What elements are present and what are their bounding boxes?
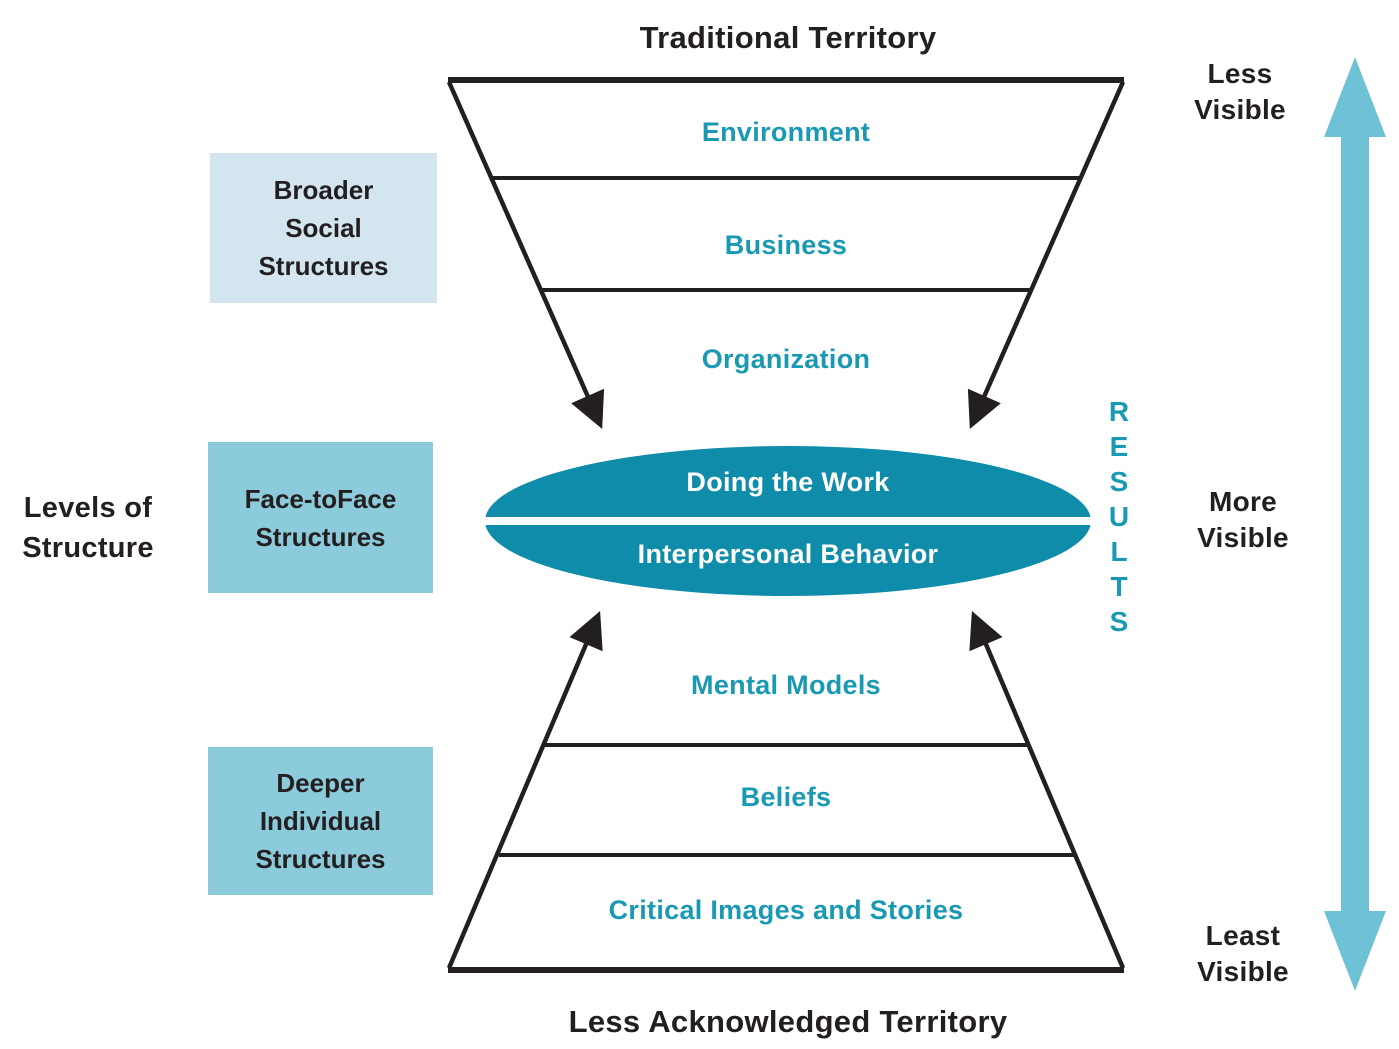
box-broader-social-structures: Broader Social Structures — [210, 153, 437, 303]
label-levels-of-structure: Levels of Structure — [22, 492, 154, 564]
label-critical-images-and-stories: Critical Images and Stories — [608, 895, 964, 925]
pyramid-left-side-arrow — [446, 611, 603, 969]
label-less-visible: Less Visible — [1194, 58, 1286, 125]
box-face-to-face-structures: Face-toFace Structures — [208, 442, 433, 593]
label-business: Business — [724, 230, 848, 260]
label-beliefs: Beliefs — [740, 782, 832, 812]
visibility-double-arrow — [1324, 57, 1386, 991]
funnel-right-side-arrow — [967, 81, 1126, 429]
label-more-visible: More Visible — [1197, 486, 1289, 553]
pyramid-right-side-arrow — [969, 611, 1126, 969]
funnel-left-side-arrow — [446, 81, 605, 429]
title-less-acknowledged-territory: Less Acknowledged Territory — [568, 1004, 1008, 1039]
label-results-vertical: R E S U L T S — [1108, 396, 1130, 637]
label-mental-models: Mental Models — [691, 670, 881, 700]
box-face-to-face-structures-label: Face-toFace Structures — [244, 483, 397, 552]
box-broader-social-structures-label: Broader Social Structures — [258, 175, 389, 281]
box-deeper-individual-structures: Deeper Individual Structures — [208, 747, 433, 895]
label-least-visible: Least Visible — [1197, 920, 1289, 987]
box-deeper-individual-structures-label: Deeper Individual Structures — [255, 768, 386, 874]
label-doing-the-work: Doing the Work — [686, 467, 890, 497]
label-environment: Environment — [701, 117, 871, 147]
label-interpersonal-behavior: Interpersonal Behavior — [637, 539, 939, 569]
label-organization: Organization — [701, 344, 871, 374]
title-traditional-territory: Traditional Territory — [639, 20, 937, 55]
